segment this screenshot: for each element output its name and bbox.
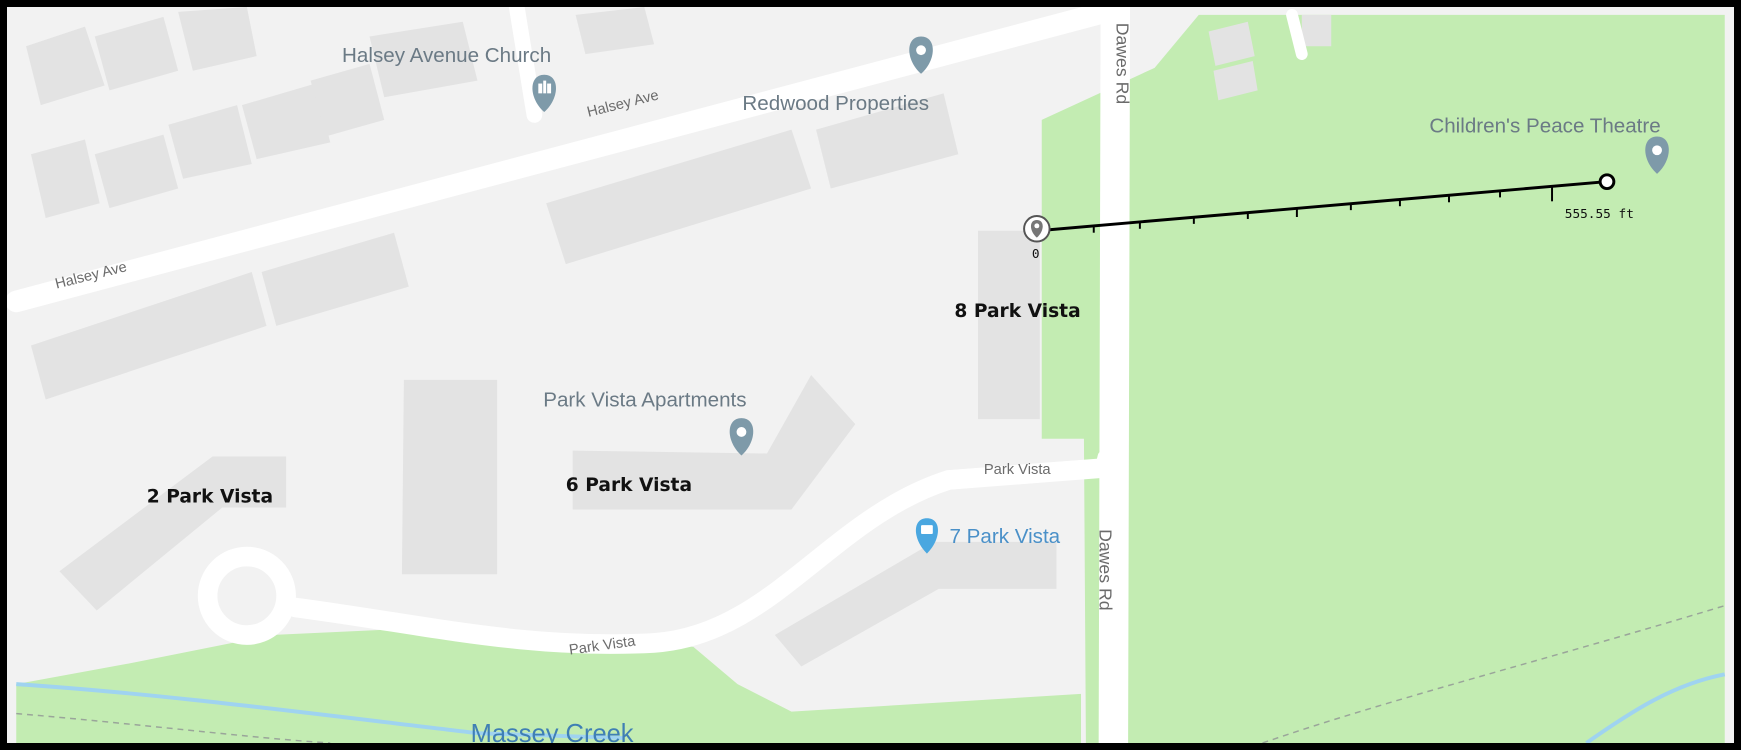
- annotation-8-park-vista: 8 Park Vista: [954, 301, 1080, 322]
- redwood-pin-icon[interactable]: [909, 36, 933, 74]
- measure-end-label: 555.55 ft: [1565, 207, 1634, 222]
- place-label-park-vista-apartments[interactable]: Park Vista Apartments: [543, 388, 746, 411]
- apartments-pin-icon[interactable]: [729, 418, 754, 456]
- measure-line: [1037, 180, 1607, 233]
- dawes-rd-road: [1098, 7, 1131, 743]
- place-label-childrens-peace-theatre[interactable]: Children's Peace Theatre: [1429, 115, 1660, 138]
- measure-ticks: [1092, 186, 1554, 233]
- park-vista-road: [286, 458, 1111, 654]
- distance-measure-tool[interactable]: 0 555.55 ft: [1023, 173, 1634, 262]
- side-road-north: [508, 7, 543, 123]
- park-area-east: [1041, 14, 1725, 743]
- creek-label-massey-creek: Massey Creek: [471, 720, 634, 743]
- top-right-road: [1286, 8, 1308, 60]
- theatre-pin-icon[interactable]: [1645, 136, 1669, 174]
- place-label-halsey-avenue-church[interactable]: Halsey Avenue Church: [342, 44, 551, 67]
- road-label-park-vista-east: Park Vista: [984, 462, 1052, 478]
- buildings: [26, 7, 1332, 667]
- park-vista-hook: [1094, 450, 1110, 475]
- trail-dashed: [1262, 604, 1725, 743]
- road-label-halsey-ave-upper: Halsey Ave: [585, 88, 660, 121]
- trail-dashed-west: [16, 712, 331, 743]
- road-label-dawes-rd-top: Dawes Rd: [1112, 23, 1132, 104]
- place-label-redwood-properties[interactable]: Redwood Properties: [742, 92, 929, 115]
- massey-creek-line: [16, 682, 625, 741]
- church-pin-icon[interactable]: [532, 74, 556, 113]
- park-area-south: [16, 627, 1081, 743]
- ring-marker-icon[interactable]: [1598, 173, 1616, 191]
- map-pin-icon[interactable]: [1023, 215, 1051, 243]
- annotation-2-park-vista: 2 Park Vista: [147, 487, 273, 508]
- road-label-dawes-rd-bottom: Dawes Rd: [1096, 529, 1116, 610]
- annotation-6-park-vista: 6 Park Vista: [566, 475, 692, 496]
- park-vista-cul-de-sac: [197, 546, 296, 645]
- speech-bubble-pin-icon[interactable]: [915, 518, 938, 554]
- measure-start-label: 0: [1032, 247, 1040, 262]
- creek-line-east: [1585, 672, 1726, 743]
- place-label-7-park-vista[interactable]: 7 Park Vista: [949, 525, 1060, 548]
